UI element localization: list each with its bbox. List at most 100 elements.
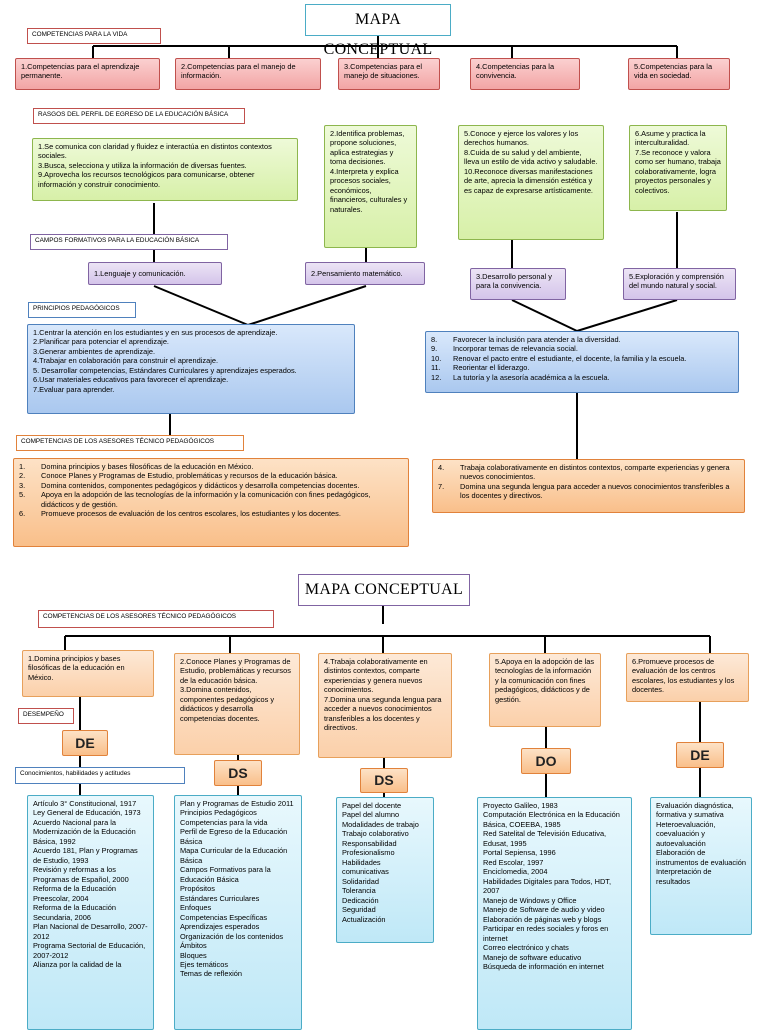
- rasgos-comunicacion-informacion: 1.Se comunica con claridad y fluidez e i…: [32, 138, 298, 201]
- asesor-competencia-item-number: 3.: [19, 480, 26, 490]
- principio-item-number: 12.: [431, 372, 442, 382]
- asesor-competencia-item-text: Domina contenidos, componentes pedagógic…: [41, 480, 360, 490]
- asesor-competencia-item: 7.Domina una segunda lengua para acceder…: [438, 482, 739, 501]
- competencia-manejo-situaciones: 3.Competencias para el manejo de situaci…: [338, 58, 440, 90]
- campo-lenguaje: 1.Lenguaje y comunicación.: [88, 262, 222, 285]
- asesor-competencia-item: 2.Conoce Planes y Programas de Estudio, …: [19, 471, 403, 480]
- conocimiento-item: Dedicación: [342, 895, 379, 905]
- competencia-vida-en-sociedad: 5.Competencias para la vida en sociedad.: [628, 58, 730, 90]
- conocimiento-item: Manejo de Windows y Office: [483, 895, 577, 905]
- conocimiento-item: Ámbitos: [180, 941, 207, 951]
- principio-item-number: 9.: [431, 344, 438, 354]
- conocimiento-item: Ejes temáticos: [180, 959, 229, 969]
- conocimiento-item: Aprendizajes esperados: [180, 922, 260, 932]
- rasgo-item: 1.Se comunica con claridad y fluidez e i…: [38, 142, 272, 161]
- conocimiento-item: Tolerancia: [342, 886, 376, 896]
- conocimiento-item: Participar en redes sociales y foros en …: [483, 924, 609, 943]
- map2-title: MAPA CONCEPTUAL: [298, 574, 470, 606]
- conocimiento-item: Elaboración de instrumentos de evaluació…: [656, 848, 746, 867]
- principio-item-text: Incorporar temas de relevancia social.: [453, 344, 578, 354]
- asesor-competencia-item: 3. Domina contenidos, componentes pedagóg…: [19, 481, 403, 490]
- conocimiento-item: Trabajo colaborativo: [342, 829, 409, 839]
- asesores-competencias-1-6: 1.Domina principios y bases filosóficas …: [13, 458, 409, 547]
- label-competencias-asesores-2: COMPETENCIAS DE LOS ASESORES TÉCNICO PED…: [38, 610, 274, 628]
- conocimiento-item: Modalidades de trabajo: [342, 819, 419, 829]
- tag-de-1: DE: [62, 730, 108, 756]
- principio-item: 6.Usar materiales educativos para favore…: [33, 375, 229, 385]
- conocimiento-item: Estándares Curriculares: [180, 893, 260, 903]
- campo-exploracion: 5.Exploración y comprensión del mundo na…: [623, 268, 736, 300]
- conocimiento-item: Competencias para la vida: [180, 817, 268, 827]
- conocimiento-item: Proyecto Galileo, 1983: [483, 801, 558, 810]
- asesor-competencia-item-text: Trabaja colaborativamente en distintos c…: [460, 463, 730, 482]
- tag-ds-1: DS: [214, 760, 262, 786]
- principios-1-a-7: 1.Centrar la atención en los estudiantes…: [27, 324, 355, 414]
- conocimiento-item: Portal Sepiensa, 1996: [483, 848, 556, 858]
- label-competencias-asesores: COMPETENCIAS DE LOS ASESORES TÉCNICO PED…: [16, 435, 244, 451]
- principio-item: 8.Favorecer la inclusión para atender a …: [431, 335, 733, 344]
- asesor-competencia-item-text: Apoya en la adopción de las tecnologías …: [41, 490, 371, 509]
- conocimiento-item: Búsqueda de información en internet: [483, 961, 604, 971]
- conocimiento-item: Mapa Curricular de la Educación Básica: [180, 846, 288, 865]
- rasgos-problemas-procesos: 2.Identifica problemas, propone solucion…: [324, 125, 417, 248]
- principio-item: 4.Trabajar en colaboración para construi…: [33, 356, 219, 366]
- conocimiento-item: Manejo de software educativo: [483, 952, 582, 962]
- asesor-competencia-item-number: 5.: [19, 490, 26, 500]
- principio-item-number: 8.: [431, 335, 438, 344]
- principios-8-a-12: 8.Favorecer la inclusión para atender a …: [425, 331, 739, 393]
- conocimiento-item: Heteroevaluación, coevaluación y autoeva…: [656, 819, 716, 848]
- rasgo-item: 10.Reconoce diversas manifestaciones de …: [464, 166, 593, 195]
- competencia-tecnologias: 5.Apoya en la adopción de las tecnología…: [489, 653, 601, 727]
- asesores-competencias-4-7: 4. Trabaja colaborativamente en distintos…: [432, 459, 745, 513]
- asesor-competencia-item-number: 7.: [438, 481, 445, 491]
- tag-do: DO: [521, 748, 571, 774]
- conocimiento-item: Enfoques: [180, 903, 212, 913]
- map1-title: MAPA CONCEPTUAL: [305, 4, 451, 58]
- conocimiento-item: Papel del alumno: [342, 810, 400, 820]
- principio-item-text: La tutoría y la asesoría académica a la …: [453, 372, 610, 382]
- rasgo-item: 5.Conoce y ejerce los valores y los dere…: [464, 129, 579, 148]
- conocimiento-item: Ley General de Educación, 1973: [33, 808, 141, 818]
- conocimiento-item: Interpretación de resultados: [656, 867, 712, 886]
- rasgos-interculturalidad: 6.Asume y practica la interculturalidad.…: [629, 125, 727, 211]
- campo-pensamiento: 2.Pensamiento matemático.: [305, 262, 425, 285]
- label-desempeno: DESEMPEÑO: [18, 708, 74, 724]
- tag-de-2: DE: [676, 742, 724, 768]
- principio-item-number: 11.: [431, 363, 441, 373]
- conocimiento-item: Perfil de Egreso de la Educación Básica: [180, 827, 288, 846]
- asesor-competencia-item-text: Domina principios y bases filosóficas de…: [41, 462, 254, 471]
- conocimiento-item: Plan y Programas de Estudio 2011: [180, 799, 294, 808]
- label-conocimientos-habilidades: Conocimientos, habilidades y actitudes: [15, 767, 185, 784]
- competencia-colaborativa-segunda-lengua: 4.Trabaja colaborativamente en distintos…: [318, 653, 452, 758]
- conocimiento-item: Programa Sectorial de Educación, 2007-20…: [33, 941, 146, 960]
- conocimiento-item: Enciclomedia, 2004: [483, 867, 548, 877]
- conocimiento-item: Red Escolar, 1997: [483, 857, 544, 867]
- conocimiento-item: Acuerdo 181, Plan y Programas de Estudio…: [33, 846, 138, 865]
- principio-item: 7.Evaluar para aprender.: [33, 384, 115, 394]
- principio-item: 1.Centrar la atención en los estudiantes…: [33, 328, 278, 337]
- asesor-competencia-item-number: 4.: [438, 463, 445, 472]
- principio-item: 12. La tutoría y la asesoría académica a …: [431, 373, 733, 382]
- conocimiento-item: Campos Formativos para la Educación Bási…: [180, 865, 271, 884]
- asesor-competencia-item: 6.Promueve procesos de evaluación de los…: [19, 509, 403, 518]
- conocimiento-item: Seguridad: [342, 905, 376, 915]
- conocimiento-item: Responsabilidad: [342, 838, 397, 848]
- conocimiento-item: Papel del docente: [342, 801, 402, 810]
- principio-item-text: Reorientar el liderazgo.: [453, 363, 530, 373]
- principio-item: 2.Planificar para potenciar el aprendiza…: [33, 337, 169, 347]
- principio-item-number: 10.: [431, 353, 442, 363]
- conocimiento-item: Artículo 3° Constitucional, 1917: [33, 799, 137, 808]
- principio-item: 5. Desarrollar competencias, Estándares …: [33, 365, 297, 375]
- tag-ds-2: DS: [360, 768, 408, 793]
- conocimiento-item: Reforma de la Educación Secundaria, 2006: [33, 903, 116, 922]
- conocimiento-item: Evaluación diagnóstica, formativa y suma…: [656, 801, 734, 820]
- rasgo-item: 7.Se reconoce y valora como ser humano, …: [635, 147, 721, 195]
- conocimiento-item: Reforma de la Educación Preescolar, 2004: [33, 884, 116, 903]
- conocimiento-item: Principios Pedagógicos: [180, 808, 257, 818]
- competencia-evaluacion: 6.Promueve procesos de evaluación de los…: [626, 653, 749, 702]
- conocimiento-item: Solidaridad: [342, 876, 379, 886]
- rasgo-item: 6.Asume y practica la interculturalidad.: [635, 129, 706, 148]
